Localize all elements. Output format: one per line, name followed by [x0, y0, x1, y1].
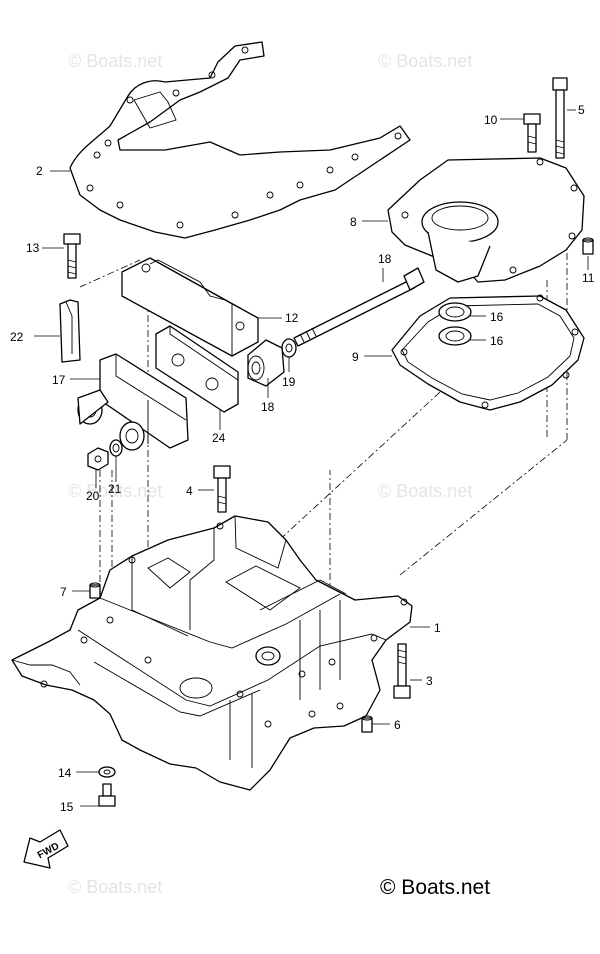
callout-8: 8	[350, 215, 357, 229]
mount-17	[77, 353, 189, 451]
callout-9: 9	[352, 350, 359, 364]
callout-19: 18	[378, 252, 392, 266]
dowel-6	[361, 715, 373, 733]
callout-6: 6	[394, 718, 401, 732]
cover-8	[387, 157, 585, 283]
gasket-2	[69, 41, 411, 239]
callouts: 2 10 5 8 11 13 18 12 16 16 9 22 17 18 19…	[10, 103, 595, 814]
bracket-23	[59, 299, 81, 363]
callout-21: 20	[86, 489, 100, 503]
dowel-11	[582, 237, 594, 255]
callout-15: 15	[60, 800, 74, 814]
callout-3: 3	[426, 674, 433, 688]
base-1	[11, 515, 413, 791]
bolt-5	[552, 77, 568, 159]
watermark-2: © Boats.net	[378, 51, 472, 71]
fwd-arrow: FWD	[23, 829, 69, 869]
callout-7: 7	[60, 585, 67, 599]
callout-20: 19	[282, 375, 296, 389]
callout-16b: 16	[490, 334, 504, 348]
washer-20	[281, 338, 297, 358]
seal-16b	[438, 326, 472, 346]
callout-1: 1	[434, 621, 441, 635]
washer-14	[98, 766, 116, 778]
callout-17: 17	[52, 373, 66, 387]
watermark-1: © Boats.net	[68, 51, 162, 71]
bushing-18	[247, 339, 285, 387]
bolt-4	[213, 465, 231, 513]
gasket-9	[391, 294, 585, 411]
callout-16a: 16	[490, 310, 504, 324]
callout-24: 24	[212, 431, 226, 445]
bolt-19	[293, 267, 425, 347]
bolt-13	[63, 233, 81, 279]
bolt-3	[393, 643, 411, 699]
leader-lines	[34, 109, 589, 807]
callout-5: 5	[578, 103, 585, 117]
watermarks: © Boats.net © Boats.net © Boats.net © Bo…	[68, 51, 472, 897]
bolt-10	[523, 113, 541, 153]
washer-22	[109, 439, 123, 457]
dowel-7	[89, 582, 101, 599]
callout-14: 14	[58, 766, 72, 780]
callout-22: 21	[108, 482, 122, 496]
callout-13: 13	[26, 241, 40, 255]
seal-16a	[438, 302, 472, 322]
callout-23: 22	[10, 330, 24, 344]
callout-2: 2	[36, 164, 43, 178]
bracket-12	[121, 257, 259, 357]
callout-10: 10	[484, 113, 498, 127]
watermark-4: © Boats.net	[378, 481, 472, 501]
callout-12: 12	[285, 311, 299, 325]
watermark-3: © Boats.net	[68, 481, 162, 501]
copyright-credit: © Boats.net	[380, 876, 491, 899]
callout-4: 4	[186, 484, 193, 498]
callout-18: 18	[261, 400, 275, 414]
callout-11: 11	[582, 271, 595, 285]
watermark-5: © Boats.net	[68, 877, 162, 897]
nut-21	[87, 447, 109, 471]
plate-24	[155, 325, 239, 413]
bolt-15	[98, 783, 116, 807]
